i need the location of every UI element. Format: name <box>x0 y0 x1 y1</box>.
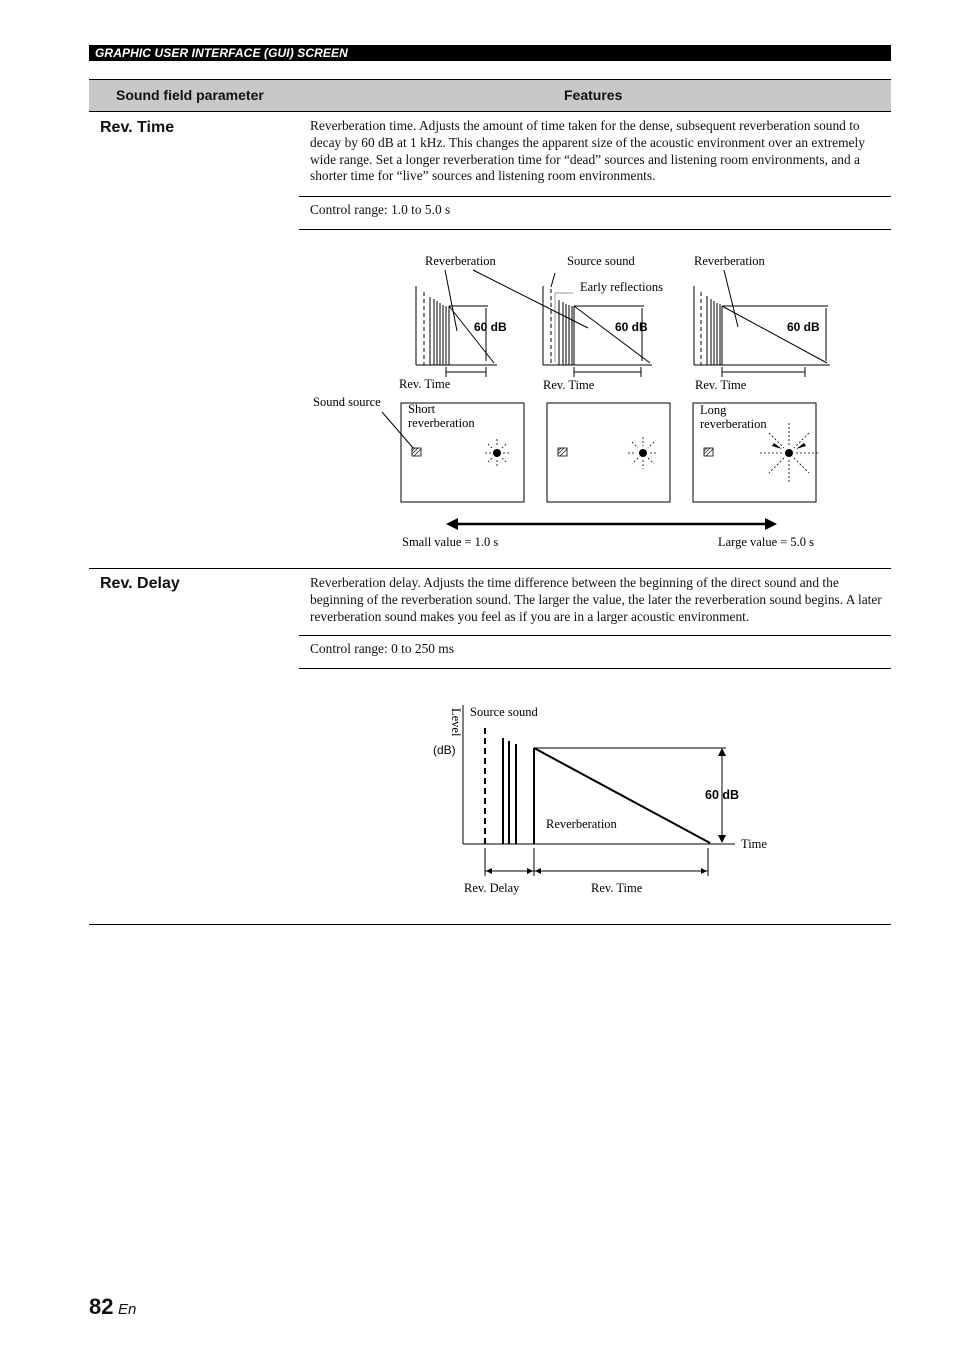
divider <box>299 668 891 669</box>
rev-time-control-range: Control range: 1.0 to 5.0 s <box>310 202 451 217</box>
axis-label-level: Level <box>449 708 463 737</box>
axis-label-db: (dB) <box>433 743 456 757</box>
label-rev-time-2: Rev. Time <box>543 378 595 392</box>
rev-delay-diagram: Level (dB) Source sound Reverberation Ti… <box>433 705 767 895</box>
page-number: 82 En <box>89 1294 136 1320</box>
label-short-2: reverberation <box>408 416 475 430</box>
row-divider <box>89 568 891 569</box>
label-rev-time-4: Rev. Time <box>591 881 643 895</box>
section-header-bar: GRAPHIC USER INTERFACE (GUI) SCREEN <box>89 45 891 61</box>
label-60db-4: 60 dB <box>705 788 739 802</box>
label-rev-time-3: Rev. Time <box>695 378 747 392</box>
divider <box>299 229 891 230</box>
page-number-value: 82 <box>89 1294 114 1319</box>
param-rev-delay: Rev. Delay <box>100 575 180 592</box>
label-60db-3: 60 dB <box>787 320 820 334</box>
label-source-sound: Source sound <box>567 254 635 268</box>
label-rev-delay: Rev. Delay <box>464 881 520 895</box>
label-long-2: reverberation <box>700 417 767 431</box>
label-reverberation-2: Reverberation <box>546 817 618 831</box>
label-60db-2: 60 dB <box>615 320 648 334</box>
table-bottom-rule <box>89 924 891 925</box>
label-60db-1: 60 dB <box>474 320 507 334</box>
label-small-value: Small value = 1.0 s <box>402 535 498 549</box>
rev-delay-control-range: Control range: 0 to 250 ms <box>310 641 454 656</box>
divider <box>299 196 891 197</box>
label-early-reflections: Early reflections <box>580 280 663 294</box>
rev-time-diagram: Reverberation Source sound Early reflect… <box>313 254 830 549</box>
column-header-parameter: Sound field parameter <box>116 87 264 103</box>
param-rev-time: Rev. Time <box>100 119 175 136</box>
page-lang: En <box>117 1301 137 1318</box>
table-header: Sound field parameter Features <box>89 79 891 112</box>
label-rev-time-1: Rev. Time <box>399 377 451 391</box>
label-short-1: Short <box>408 402 436 416</box>
rev-time-description: Reverberation time. Adjusts the amount o… <box>310 118 865 184</box>
label-long-1: Long <box>700 403 727 417</box>
label-large-value: Large value = 5.0 s <box>718 535 814 549</box>
label-source-sound-2: Source sound <box>470 705 538 719</box>
section-title: GRAPHIC USER INTERFACE (GUI) SCREEN <box>95 46 348 60</box>
label-sound-source: Sound source <box>313 395 381 409</box>
label-reverberation-right: Reverberation <box>694 254 766 268</box>
rev-delay-description: Reverberation delay. Adjusts the time di… <box>310 575 882 624</box>
axis-label-time: Time <box>741 837 767 851</box>
column-header-features: Features <box>564 87 623 103</box>
label-reverberation-left: Reverberation <box>425 254 497 268</box>
divider <box>299 635 891 636</box>
